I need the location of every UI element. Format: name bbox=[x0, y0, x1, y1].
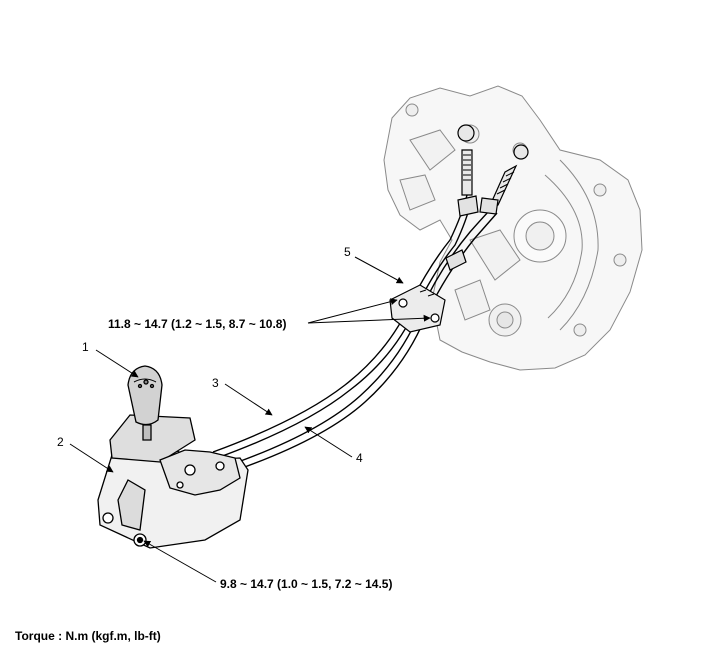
leader-5 bbox=[354, 256, 404, 284]
callout-3: 3 bbox=[212, 376, 219, 390]
transaxle-lever-ends bbox=[457, 124, 529, 212]
leader-lines bbox=[69, 256, 431, 583]
leader-4 bbox=[304, 426, 353, 458]
leader-1 bbox=[95, 349, 139, 378]
torque-spec-lever-bolts: 9.8 ~ 14.7 (1.0 ~ 1.5, 7.2 ~ 14.5) bbox=[220, 577, 393, 591]
callout-1: 1 bbox=[82, 340, 89, 354]
leader-3 bbox=[224, 383, 273, 416]
leader-2 bbox=[69, 443, 114, 473]
leader-torque-upper-b bbox=[307, 314, 431, 324]
shift-lever-assembly bbox=[97, 365, 249, 549]
callout-2: 2 bbox=[57, 435, 64, 449]
leader-torque-lower bbox=[143, 540, 217, 583]
torque-unit-note: Torque : N.m (kgf.m, lb-ft) bbox=[15, 629, 161, 643]
callout-5: 5 bbox=[344, 245, 351, 259]
leader-torque-upper-a bbox=[307, 298, 398, 324]
callout-4: 4 bbox=[356, 451, 363, 465]
cable-bracket bbox=[389, 284, 446, 333]
cable-bushings bbox=[445, 195, 499, 271]
torque-spec-bracket-bolts: 11.8 ~ 14.7 (1.2 ~ 1.5, 8.7 ~ 10.8) bbox=[108, 317, 287, 331]
